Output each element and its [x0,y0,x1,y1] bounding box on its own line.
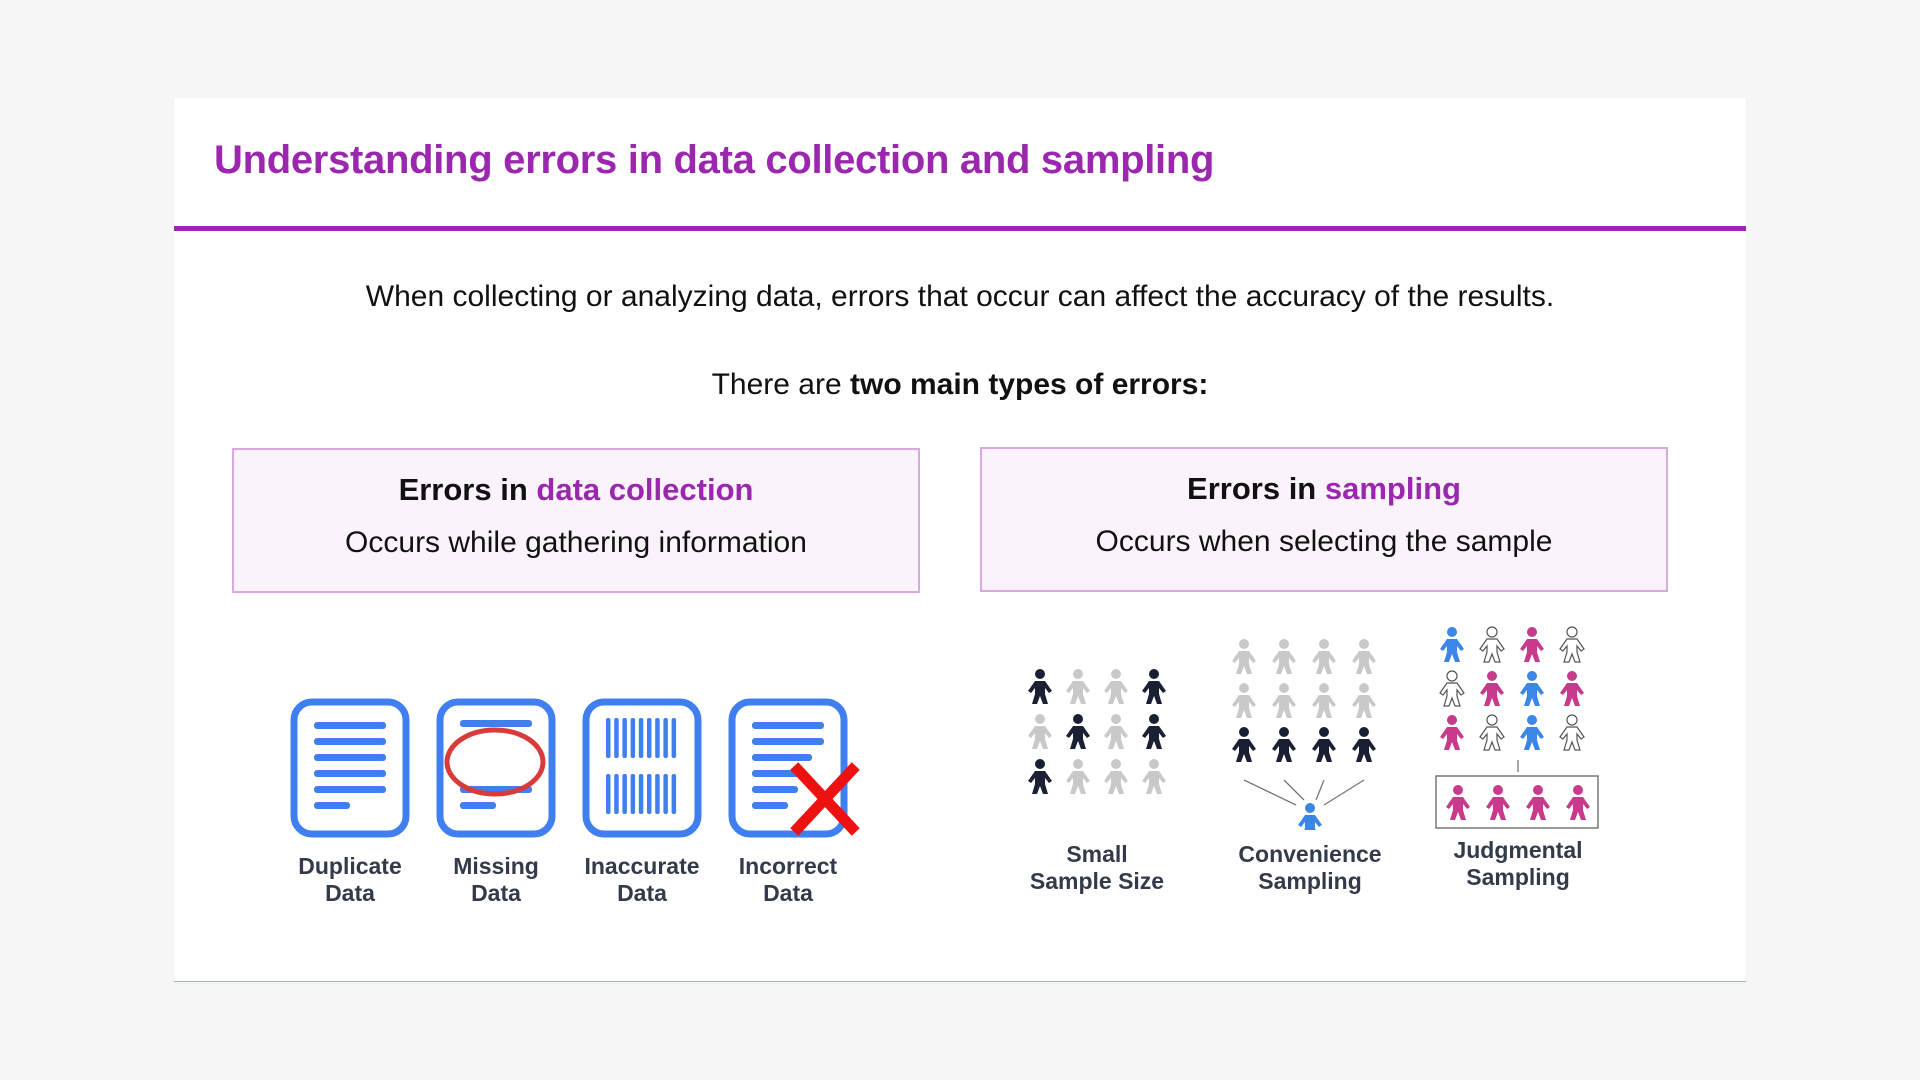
missing-data-item: Missing Data [436,698,556,907]
sampling-description: Occurs when selecting the sample [1095,525,1553,558]
slide: Understanding errors in data collection … [174,98,1746,982]
judgmental-sampling-label-line1: Judgmental [1453,837,1583,863]
incorrect-data-item: Incorrect Data [728,698,860,907]
types-prefix: There are [711,368,850,401]
sampling-box: Errors in sampling Occurs when selecting… [980,447,1668,592]
data-collection-box: Errors in data collection Occurs while g… [232,448,920,593]
duplicate-data-label-line2: Data [325,880,375,906]
types-line: There are two main types of errors: [174,368,1746,402]
incorrect-data-label: Incorrect Data [728,853,848,907]
missing-data-label-line1: Missing [453,853,539,879]
small-sample-size-item: Small Sample Size [1022,660,1172,895]
judgmental-sampling-label-line2: Sampling [1466,864,1570,890]
judgmental-sampling-people-icon [1435,626,1599,829]
convenience-sampling-item: Convenience Sampling [1222,630,1398,895]
convenience-sampling-label-line2: Sampling [1258,868,1362,894]
inaccurate-data-item: Inaccurate Data [582,698,702,907]
incorrect-data-label-line1: Incorrect [738,853,838,879]
small-sample-people-icon [1028,669,1166,794]
missing-data-label: Missing Data [436,853,556,907]
sampling-heading-highlight: sampling [1324,471,1461,506]
types-emphasis: two main types of errors: [850,368,1209,401]
duplicate-data-label-line1: Duplicate [298,853,402,879]
document-lines-icon [290,698,410,843]
document-barcode-icon [582,698,702,843]
title-divider [174,226,1746,231]
small-sample-size-label-line2: Sample Size [1029,868,1165,894]
convenience-sampling-label: Convenience Sampling [1222,841,1398,895]
data-collection-description: Occurs while gathering information [345,526,807,559]
inaccurate-data-label-line2: Data [617,880,667,906]
duplicate-data-label: Duplicate Data [290,853,410,907]
data-collection-heading-prefix: Errors in [398,472,537,507]
document-cross-icon [728,698,860,843]
page-title: Understanding errors in data collection … [214,138,1215,182]
inaccurate-data-label: Inaccurate Data [582,853,702,907]
sampling-heading-prefix: Errors in [1187,471,1325,506]
document-missing-circle-icon [436,698,556,843]
incorrect-data-label-line2: Data [763,880,813,906]
duplicate-data-item: Duplicate Data [290,698,410,907]
convenience-sampling-label-line1: Convenience [1238,841,1382,867]
judgmental-sampling-item: Judgmental Sampling [1430,620,1606,891]
data-collection-heading: Errors in data collection [234,472,918,508]
sampling-heading: Errors in sampling [982,471,1666,507]
small-sample-size-label: Small Sample Size [1022,841,1172,895]
convenience-sampling-people-icon [1232,639,1376,838]
small-sample-size-label-line1: Small [1066,841,1128,867]
intro-text: When collecting or analyzing data, error… [365,280,1555,313]
inaccurate-data-label-line1: Inaccurate [584,853,700,879]
missing-data-label-line2: Data [471,880,521,906]
data-collection-heading-highlight: data collection [536,472,754,507]
judgmental-sampling-label: Judgmental Sampling [1430,837,1606,891]
